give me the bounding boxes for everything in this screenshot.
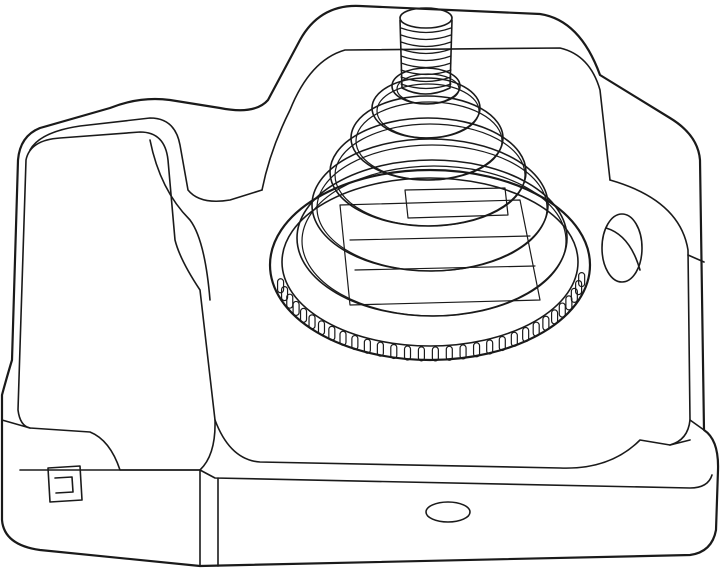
ring-tooth <box>550 309 559 325</box>
thread-line <box>400 83 452 90</box>
ring-tooth <box>498 335 506 352</box>
thread-line <box>400 55 452 62</box>
ring-tooth <box>339 330 347 346</box>
ring-tooth <box>292 300 300 317</box>
top-inner-outline <box>29 117 263 203</box>
thread-line <box>400 34 452 41</box>
screw-top <box>399 7 453 29</box>
ring-tooth <box>280 285 289 302</box>
spring-coil-inner <box>355 101 503 181</box>
button-outer <box>601 213 643 283</box>
ring-tooth <box>565 295 573 311</box>
ring-tooth <box>575 279 583 296</box>
ring-tooth <box>558 302 566 318</box>
ring-tooth <box>376 341 384 357</box>
spring-coil-inner <box>301 165 567 317</box>
thread-line <box>400 76 452 83</box>
screw-threads <box>400 27 452 90</box>
screw-body <box>399 19 453 95</box>
grip-inner-edge <box>149 139 211 301</box>
right-face-edge <box>609 179 691 446</box>
ring-tooth <box>417 346 426 362</box>
ring-tooth <box>328 325 336 341</box>
mirror-lines <box>349 235 536 271</box>
ring-tooth <box>403 345 412 361</box>
button-highlight <box>605 227 641 271</box>
mirror-box <box>339 187 541 306</box>
bottom-left-step <box>1 419 219 567</box>
latch-slot <box>47 465 83 503</box>
ring-tooth <box>390 343 398 360</box>
body-outline <box>0 4 720 568</box>
ring-tooth <box>286 293 294 309</box>
latch <box>47 465 83 503</box>
spring-coil-inner <box>334 123 526 227</box>
thread-line <box>400 62 452 69</box>
side-panel-right <box>687 254 705 431</box>
ring-tooth <box>299 307 308 323</box>
ring-tooth <box>570 287 578 303</box>
contacts-block <box>404 187 509 219</box>
thread-line <box>400 27 452 34</box>
lens-mount-ring <box>268 168 592 362</box>
thread-line <box>400 48 452 55</box>
ring-tooth <box>486 339 494 355</box>
front-bottom-edge <box>199 469 713 489</box>
screw <box>399 7 453 95</box>
ring-tooth <box>459 344 467 360</box>
thread-line <box>400 41 452 48</box>
spring-coil-inner <box>376 83 480 139</box>
camera-body <box>0 4 720 568</box>
ring-tooth <box>308 314 316 330</box>
ring-tooth <box>276 278 285 294</box>
spring <box>296 67 568 317</box>
ring-tooth <box>542 315 550 331</box>
ring-tooth <box>472 342 481 358</box>
spring-coil-inner <box>316 144 548 272</box>
ring-outer <box>268 168 592 362</box>
side-button <box>601 213 643 283</box>
grip-front <box>17 131 216 471</box>
hump-edge <box>261 47 611 191</box>
front-face-lower <box>214 419 691 469</box>
tripod-hole <box>425 501 471 523</box>
ring-teeth <box>276 272 586 362</box>
ring-tooth <box>317 320 326 336</box>
thread-line <box>400 69 452 76</box>
ring-inner <box>281 177 579 347</box>
ring-tooth <box>532 321 540 337</box>
ring-tooth <box>363 338 371 354</box>
mirror-box-frame <box>339 199 541 306</box>
ring-tooth <box>510 331 518 347</box>
ring-tooth <box>431 346 439 362</box>
ring-tooth <box>445 345 453 361</box>
ring-tooth <box>522 326 530 343</box>
ring-tooth <box>351 334 359 351</box>
